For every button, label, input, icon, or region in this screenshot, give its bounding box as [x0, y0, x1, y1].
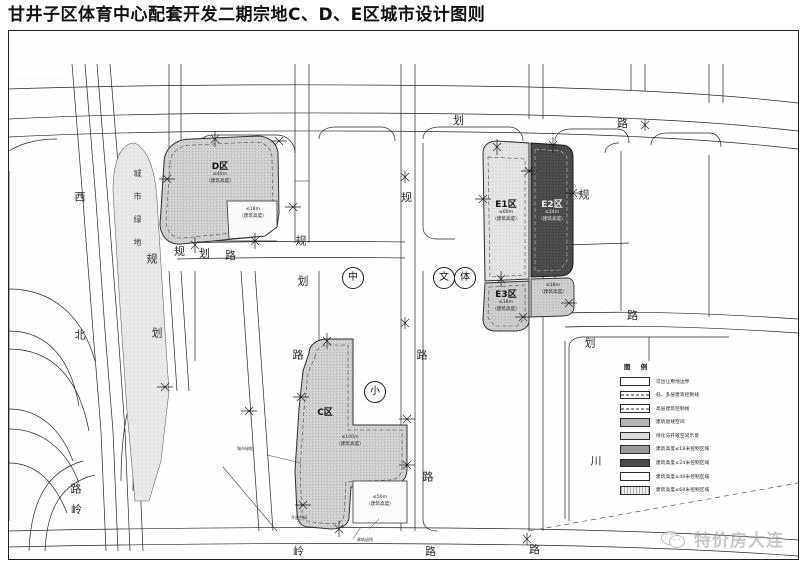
legend-swatch [620, 445, 650, 454]
legend-swatch [620, 486, 650, 495]
map-canvas [9, 31, 798, 559]
legend-item: 建筑退线空间 [620, 417, 770, 428]
legend: 图 例 可出让用地边界 低、多层建筑控制线 高层建筑控制线 建筑退线空间 [620, 361, 770, 498]
legend-swatch [620, 458, 650, 468]
facility-primary-school[interactable]: 小 [364, 381, 386, 403]
legend-label: 建筑高度≤40米控制区域 [656, 474, 710, 480]
legend-swatch [620, 390, 650, 400]
legend-label: 可出让用地边界 [656, 379, 690, 385]
legend-swatch [620, 418, 650, 427]
legend-title: 图 例 [624, 363, 652, 371]
drawing-frame: 城 市 绿 地 西 北 路 规 划 路 规 划 路 规 划 规 划 规 划 路 … [8, 30, 799, 560]
legend-swatch [620, 404, 650, 413]
legend-item: 建筑高度≤18米控制区域 [620, 444, 770, 455]
legend-item: 低、多层建筑控制线 [620, 390, 770, 401]
watermark: 特价房大连 [661, 526, 784, 551]
facility-culture[interactable]: 文 [433, 267, 455, 289]
legend-item: 可出让用地边界 [620, 376, 770, 387]
legend-swatch [620, 472, 650, 481]
legend-swatch [620, 431, 650, 441]
annotation-setback: 建筑退线 [357, 537, 373, 542]
annotation-open-space: 开放空间 [291, 515, 307, 520]
legend-label: 高层建筑控制线 [656, 406, 690, 412]
legend-label: 建筑退线空间 [656, 420, 685, 426]
legend-swatch [620, 377, 650, 386]
legend-item: 建筑高度≤60米控制区域 [620, 485, 770, 496]
facility-sports[interactable]: 体 [454, 267, 476, 289]
legend-item: 建筑高度≤40米控制区域 [620, 471, 770, 482]
annotation-green-space: 城市绿地 [237, 446, 253, 451]
page-title: 甘井子区体育中心配套开发二期宗地C、D、E区城市设计图则 [8, 5, 486, 25]
legend-item: 高层建筑控制线 [620, 403, 770, 414]
legend-item: 建筑高度≤24米控制区域 [620, 458, 770, 469]
legend-label: 建筑高度≤60米控制区域 [656, 488, 710, 494]
wechat-icon [661, 529, 687, 549]
watermark-text: 特价房大连 [694, 531, 784, 551]
legend-label: 绿化与开敞空间示意 [656, 433, 700, 439]
legend-label: 低、多层建筑控制线 [656, 393, 700, 399]
legend-item: 绿化与开敞空间示意 [620, 430, 770, 441]
legend-label: 建筑高度≤24米控制区域 [656, 461, 710, 467]
facility-middle-school[interactable]: 中 [342, 267, 364, 289]
legend-label: 建筑高度≤18米控制区域 [656, 447, 710, 453]
